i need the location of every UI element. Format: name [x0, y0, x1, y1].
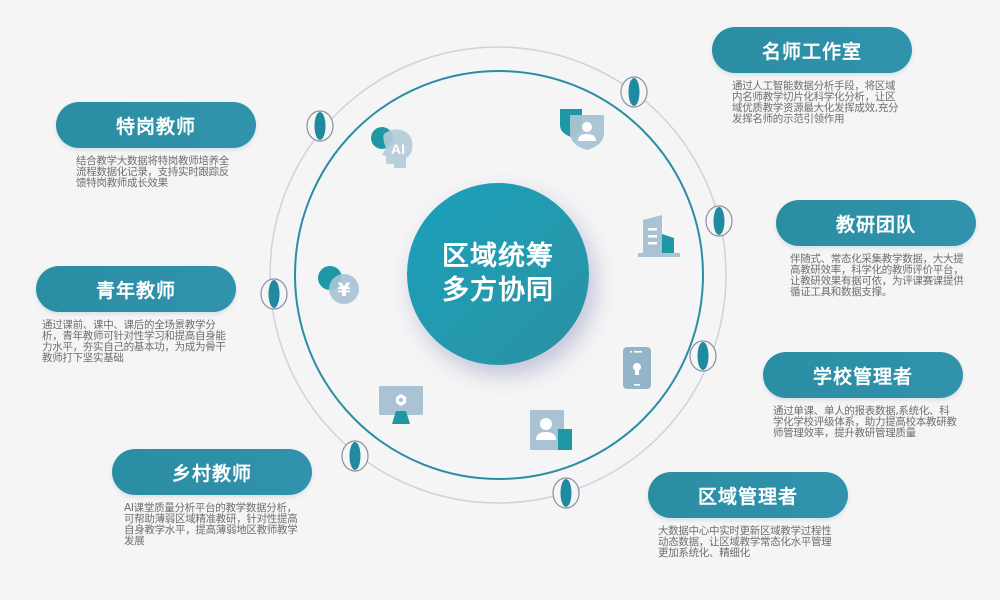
- role-title: 青年教师: [95, 279, 176, 302]
- role-pill[interactable]: 乡村教师: [112, 449, 312, 495]
- role-description: 通过人工智能数据分析手段，将区域内名师教学切片化科学化分析，让区域优质教学资源最…: [732, 80, 899, 125]
- shield-user-icon: [560, 109, 604, 150]
- role-title: 名师工作室: [761, 40, 862, 63]
- center-title-line1: 区域统筹: [442, 241, 554, 272]
- role-card-school-manager: 学校管理者 通过单课、单人的报表数据,系统化、科学化学校评级体系，助力提高校本教…: [763, 352, 963, 439]
- role-pill[interactable]: 教研团队: [776, 200, 976, 246]
- role-description: 通过课前、课中、课后的全场景教学分析，青年教师可针对性学习和提高自身能力水平，夯…: [42, 319, 226, 364]
- ring-marker-icon: [705, 205, 733, 237]
- role-card-famous-teacher-studio: 名师工作室 通过人工智能数据分析手段，将区域内名师教学切片化科学化分析，让区域优…: [712, 27, 912, 125]
- role-card-regional-manager: 区域管理者 大数据中心中实时更新区域教学过程性动态数据，让区域教学常态化水平管理…: [648, 472, 848, 559]
- ring-marker-icon: [620, 76, 648, 108]
- role-pill[interactable]: 青年教师: [36, 266, 236, 312]
- inner-ring: [294, 70, 704, 480]
- monitor-gear-icon: [379, 386, 423, 424]
- role-description: AI课堂质量分析平台的教学数据分析，可帮助薄弱区域精准教研，针对性提高自身教学水…: [124, 502, 298, 547]
- role-card-special-post-teacher: 特岗教师 结合教学大数据将特岗教师培养全流程数据化记录，支持实时跟踪反馈特岗教师…: [56, 102, 256, 189]
- ring-marker-icon: [689, 340, 717, 372]
- role-description: 大数据中心中实时更新区域教学过程性动态数据，让区域教学常态化水平管理更加系统化、…: [658, 525, 832, 559]
- ring-marker-icon: [260, 278, 288, 310]
- role-pill[interactable]: 名师工作室: [712, 27, 912, 73]
- role-title: 特岗教师: [115, 115, 196, 138]
- role-title: 乡村教师: [171, 462, 252, 485]
- outer-ring: [269, 46, 727, 504]
- role-pill[interactable]: 区域管理者: [648, 472, 848, 518]
- ai-head-icon: AI: [371, 127, 413, 168]
- role-title: 教研团队: [835, 213, 916, 236]
- center-title-line2: 多方协同: [442, 275, 554, 306]
- svg-text:¥: ¥: [337, 279, 350, 301]
- role-pill[interactable]: 学校管理者: [763, 352, 963, 398]
- phone-lock-icon: [623, 347, 651, 389]
- role-title: 区域管理者: [697, 485, 798, 508]
- center-hub: 区域统筹 多方协同: [407, 183, 589, 365]
- ring-marker-icon: [552, 477, 580, 509]
- role-description: 伴随式、常态化采集教学数据，大大提高教研效率，科学化的教师评价平台，让教研效果有…: [790, 253, 964, 298]
- role-title: 学校管理者: [812, 365, 913, 388]
- role-card-research-team: 教研团队 伴随式、常态化采集教学数据，大大提高教研效率，科学化的教师评价平台，让…: [776, 200, 976, 298]
- role-card-young-teacher: 青年教师 通过课前、课中、课后的全场景教学分析，青年教师可针对性学习和提高自身能…: [36, 266, 236, 364]
- building-icon: [638, 215, 680, 257]
- role-pill[interactable]: 特岗教师: [56, 102, 256, 148]
- role-description: 通过单课、单人的报表数据,系统化、科学化学校评级体系，助力提高校本教研教师管理效…: [773, 405, 957, 439]
- role-description: 结合教学大数据将特岗教师培养全流程数据化记录，支持实时跟踪反馈特岗教师成长效果: [76, 155, 229, 189]
- user-card-icon: [530, 410, 572, 450]
- ring-marker-icon: [306, 110, 334, 142]
- svg-text:AI: AI: [391, 141, 405, 157]
- yuan-coin-icon: ¥: [318, 266, 359, 304]
- role-card-rural-teacher: 乡村教师 AI课堂质量分析平台的教学数据分析，可帮助薄弱区域精准教研，针对性提高…: [112, 449, 312, 547]
- ring-marker-icon: [341, 440, 369, 472]
